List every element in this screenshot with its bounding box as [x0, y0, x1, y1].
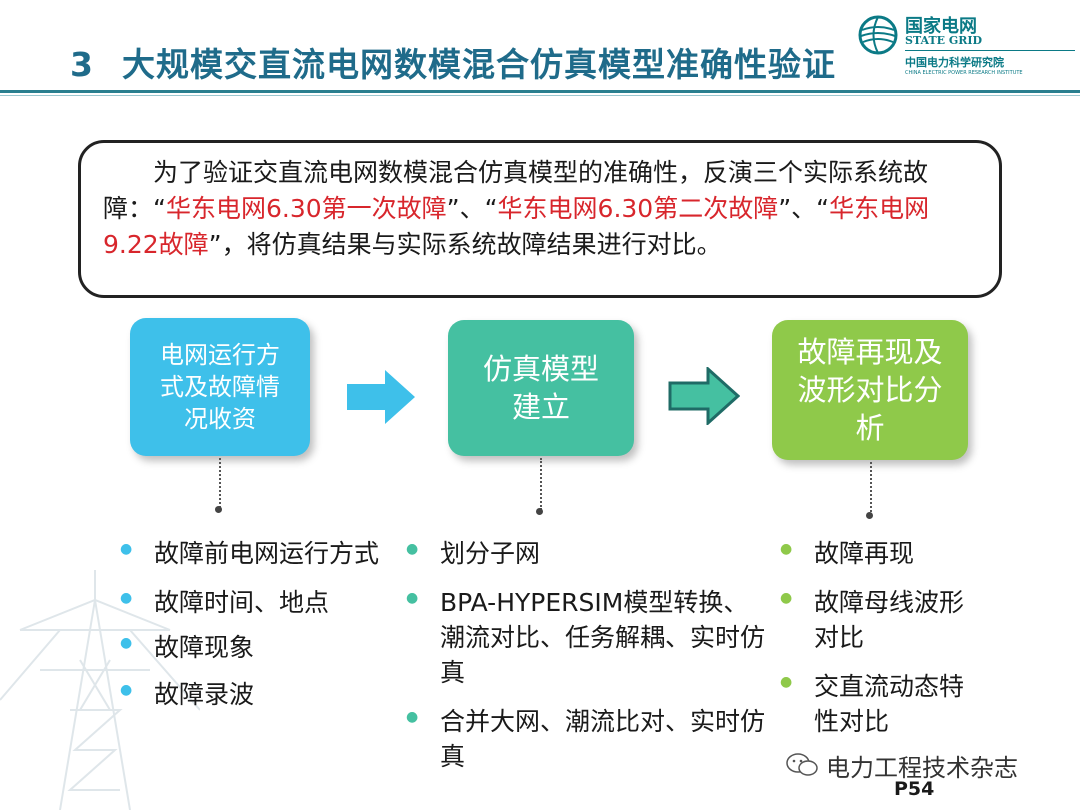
logo-cn: 国家电网 — [905, 16, 977, 37]
connector-1 — [219, 458, 221, 508]
quote-open: “ — [153, 194, 166, 223]
list-item-text: 故障录波 — [154, 680, 255, 709]
logo-institute: 中国电力科学研究院 — [905, 56, 1004, 69]
list-item-text: 故障现象 — [154, 633, 255, 662]
connector-2-dot — [536, 508, 543, 515]
logo-institute-en: CHINA ELECTRIC POWER RESEARCH INSTITUTE — [905, 70, 1023, 76]
list-item-text: 故障前电网运行方式 — [154, 539, 380, 568]
list-item: ● 故障时间、地点 — [120, 585, 380, 620]
bullet-icon: ● — [780, 674, 793, 690]
connector-2 — [540, 458, 542, 510]
watermark-text: 电力工程技术杂志 — [826, 754, 1018, 782]
flow-step-model-building: 仿真模型建立 — [448, 320, 634, 456]
data-collection-list: ● 故障前电网运行方式 ● 故障时间、地点 ● 故障现象 ● 故障录波 — [120, 536, 380, 726]
list-item-text: 划分子网 — [440, 539, 541, 568]
state-grid-logo: 国家电网 STATE GRID 中国电力科学研究院 CHINA ELECTRIC… — [855, 10, 1075, 80]
bullet-icon: ● — [120, 590, 133, 606]
header-divider-thin — [0, 95, 1080, 96]
fault-2: 华东电网6.30第二次故障 — [497, 194, 779, 223]
quote-open: “ — [816, 194, 830, 223]
quote-open: “ — [484, 194, 498, 223]
list-item: ● 故障录波 — [120, 677, 380, 712]
list-item-text: 故障母线波形对比 — [814, 588, 965, 652]
quote-close: ”、 — [446, 194, 485, 223]
page-title: 3 大规模交直流电网数模混合仿真模型准确性验证 — [70, 38, 836, 86]
bullet-icon: ● — [780, 541, 793, 557]
intro-text-2: ，将仿真结果与实际系统故障结果进行对比。 — [221, 230, 722, 259]
section-number: 3 — [70, 45, 94, 84]
list-item-text: 交直流动态特性对比 — [814, 672, 965, 736]
list-item-text: 合并大网、潮流比对、实时仿真 — [440, 707, 766, 771]
list-item-text: BPA-HYPERSIM模型转换、潮流对比、任务解耦、实时仿真 — [440, 588, 766, 687]
list-item-text: 故障再现 — [814, 539, 915, 568]
fault-3: 华东电网9.22故障 — [103, 194, 930, 259]
bullet-icon: ● — [120, 682, 133, 698]
logo-divider — [905, 50, 1075, 51]
model-building-list: ● 划分子网 ● BPA-HYPERSIM模型转换、潮流对比、任务解耦、实时仿真 ●… — [406, 536, 766, 788]
intro-text-1: 为了验证交直流电网数模混合仿真模型的准确性，反演三个实际系统故障： — [103, 158, 929, 223]
header-divider — [0, 90, 1080, 93]
list-item: ● 故障现象 — [120, 630, 380, 665]
flow-step-3-label: 故障再现及波形对比分析 — [797, 335, 943, 445]
bullet-icon: ● — [406, 709, 419, 725]
connector-1-dot — [215, 506, 222, 513]
fault-1: 华东电网6.30第一次故障 — [165, 194, 447, 223]
connector-3-dot — [866, 512, 873, 519]
flow-step-1-label: 电网运行方式及故障情况收资 — [160, 341, 280, 433]
state-grid-globe-icon — [858, 15, 898, 55]
list-item: ● 故障再现 — [780, 536, 980, 571]
connector-3 — [870, 462, 872, 512]
bullet-icon: ● — [780, 590, 793, 606]
list-item: ● 故障前电网运行方式 — [120, 536, 380, 571]
list-item-text: 故障时间、地点 — [154, 588, 330, 617]
bullet-icon: ● — [406, 590, 419, 606]
page-number: P54 — [894, 778, 935, 800]
bullet-icon: ● — [120, 635, 133, 651]
right-arrow-outline-icon — [668, 367, 740, 425]
list-item: ● 划分子网 — [406, 536, 766, 571]
intro-box: 为了验证交直流电网数模混合仿真模型的准确性，反演三个实际系统故障：“华东电网6.… — [78, 140, 1002, 298]
list-item: ● 交直流动态特性对比 — [780, 669, 980, 739]
fault-analysis-list: ● 故障再现 ● 故障母线波形对比 ● 交直流动态特性对比 — [780, 536, 980, 753]
right-arrow-icon — [347, 370, 415, 424]
bullet-icon: ● — [120, 541, 133, 557]
list-item: ● 合并大网、潮流比对、实时仿真 — [406, 704, 766, 774]
flow-step-2-label: 仿真模型建立 — [482, 352, 599, 424]
power-tower-icon — [0, 570, 200, 810]
logo-en: STATE GRID — [905, 34, 983, 47]
quote-close: ” — [208, 230, 222, 259]
list-item: ● BPA-HYPERSIM模型转换、潮流对比、任务解耦、实时仿真 — [406, 585, 766, 690]
flow-step-fault-analysis: 故障再现及波形对比分析 — [772, 320, 968, 460]
list-item: ● 故障母线波形对比 — [780, 585, 980, 655]
bullet-icon: ● — [406, 541, 419, 557]
wechat-icon — [786, 753, 818, 776]
title-text: 大规模交直流电网数模混合仿真模型准确性验证 — [121, 45, 836, 84]
quote-close: ”、 — [778, 194, 817, 223]
flow-step-data-collection: 电网运行方式及故障情况收资 — [130, 318, 310, 456]
